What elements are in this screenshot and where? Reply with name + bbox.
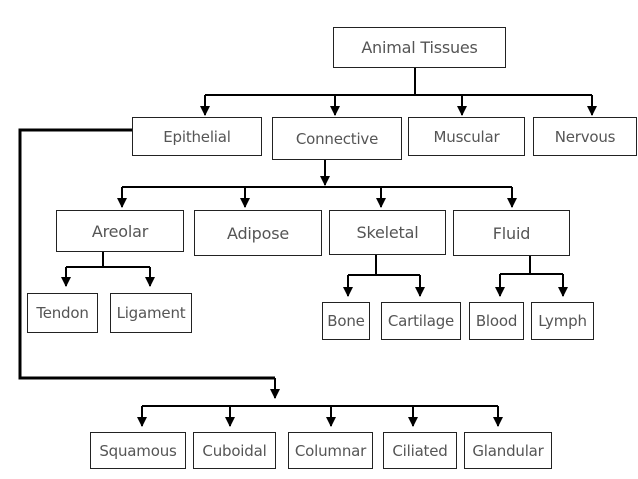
node-bone: Bone <box>322 302 370 340</box>
node-skeletal: Skeletal <box>329 210 446 255</box>
connector-epithelial-path <box>18 128 275 380</box>
node-animal-tissues: Animal Tissues <box>333 27 506 68</box>
node-glandular: Glandular <box>464 432 552 469</box>
node-connective: Connective <box>272 117 402 160</box>
node-squamous: Squamous <box>90 432 186 469</box>
node-blood: Blood <box>469 302 524 340</box>
node-cartilage: Cartilage <box>381 302 461 340</box>
node-epithelial: Epithelial <box>132 117 262 156</box>
node-areolar: Areolar <box>56 210 184 252</box>
node-cuboidal: Cuboidal <box>193 432 276 469</box>
node-lymph: Lymph <box>531 302 594 340</box>
node-ciliated: Ciliated <box>383 432 457 469</box>
node-fluid: Fluid <box>453 210 570 256</box>
node-columnar: Columnar <box>288 432 373 469</box>
node-muscular: Muscular <box>408 117 525 156</box>
node-adipose: Adipose <box>194 210 322 256</box>
node-ligament: Ligament <box>110 293 192 333</box>
node-nervous: Nervous <box>533 117 637 156</box>
node-tendon: Tendon <box>27 293 98 333</box>
